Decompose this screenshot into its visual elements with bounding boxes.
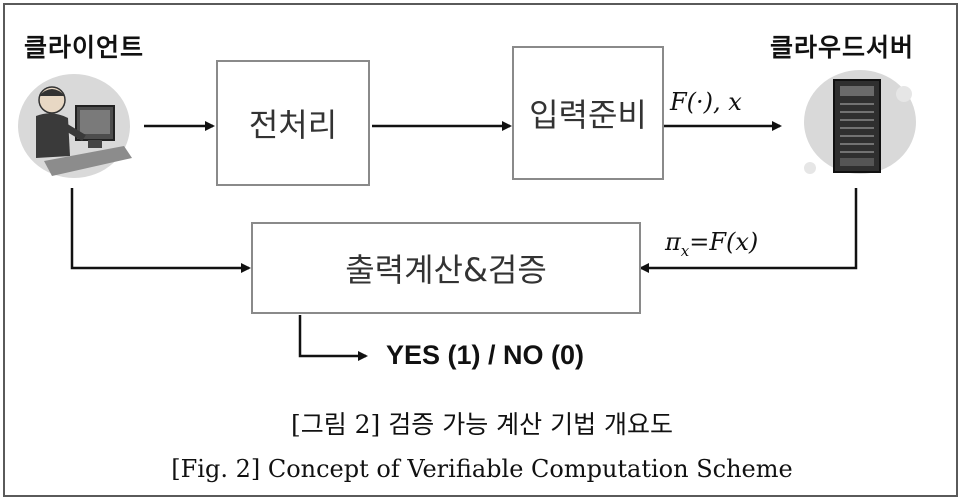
arrow-client-to-verify bbox=[70, 188, 251, 273]
arrow-verify-to-result bbox=[298, 315, 368, 361]
arrow-server-to-verify bbox=[639, 188, 858, 273]
preprocess-box: 전처리 bbox=[216, 60, 370, 186]
server-rack-icon bbox=[804, 70, 916, 174]
caption-korean: [그림 2] 검증 가능 계산 기법 개요도 bbox=[290, 410, 674, 439]
figure-frame bbox=[3, 3, 958, 497]
edge-label-pi-x: πx=F(x) bbox=[665, 228, 759, 260]
edge-label-f-x: F(·), x bbox=[670, 88, 742, 116]
result-text: YES (1) / NO (0) bbox=[386, 340, 585, 370]
output-verify-box: 출력계산&검증 bbox=[251, 222, 641, 314]
client-label: 클라이언트 bbox=[24, 33, 145, 62]
server-label: 클라우드서버 bbox=[770, 33, 915, 62]
person-at-computer-icon bbox=[18, 74, 132, 178]
input-prep-box: 입력준비 bbox=[512, 46, 664, 180]
caption-english: [Fig. 2] Concept of Verifiable Computati… bbox=[171, 455, 793, 483]
